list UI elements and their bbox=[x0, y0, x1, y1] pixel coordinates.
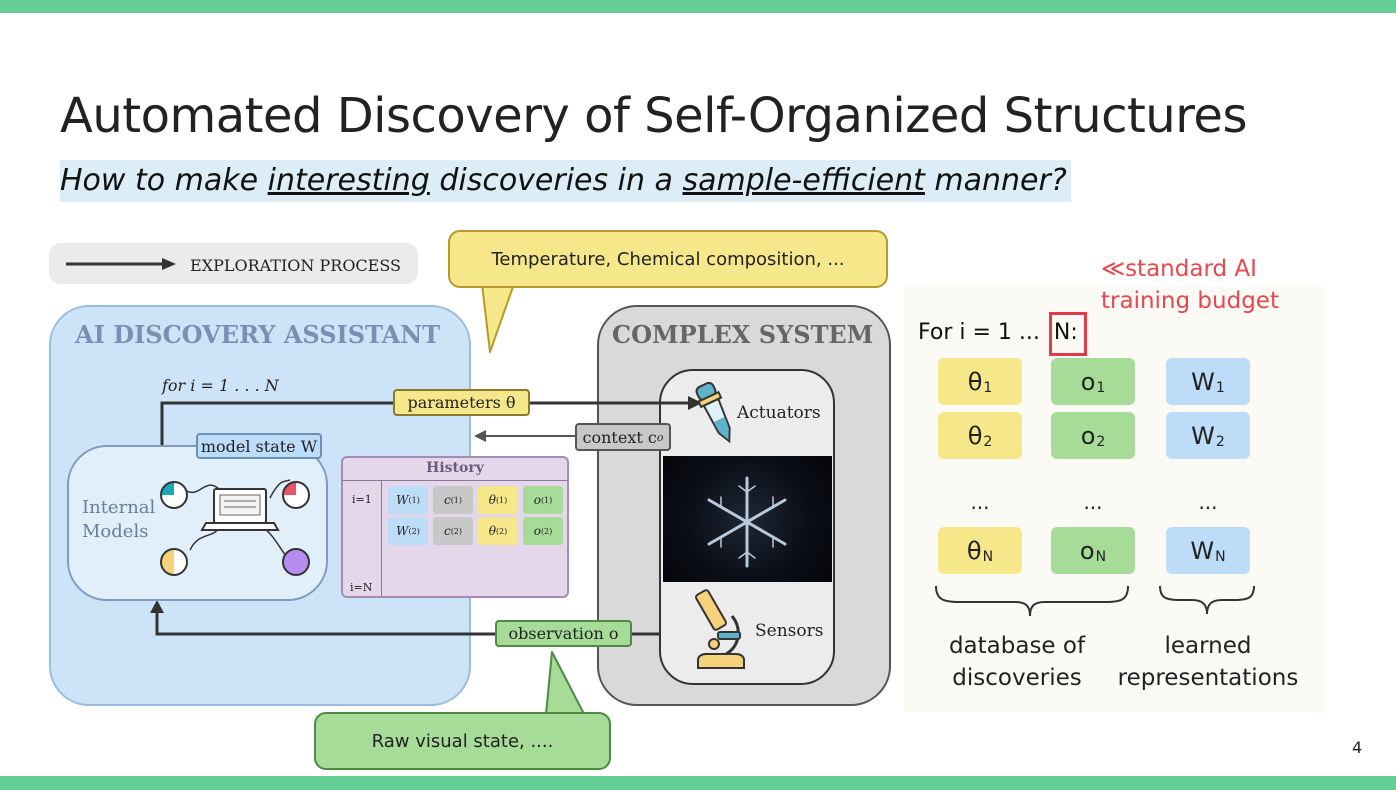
history-index-last: i=N bbox=[350, 581, 373, 594]
history-divider-vertical bbox=[381, 480, 382, 596]
history-title: History bbox=[426, 460, 484, 476]
flow-arrows bbox=[150, 396, 702, 636]
laptop-icon bbox=[200, 488, 280, 531]
model-node-yellow-icon bbox=[160, 548, 188, 576]
dropper-icon bbox=[695, 381, 731, 444]
model-node-red-icon bbox=[282, 481, 310, 509]
parameters-label: parameters θ bbox=[393, 389, 530, 416]
page-number: 4 bbox=[1352, 738, 1363, 757]
model-node-purple-icon bbox=[282, 548, 310, 576]
subtitle-underline-interesting: interesting bbox=[267, 163, 430, 198]
history-cell-theta1: θ(1) bbox=[478, 486, 518, 514]
slide-subtitle: How to make interesting discoveries in a… bbox=[60, 160, 1071, 202]
budget-annotation-line-2: training budget bbox=[1101, 288, 1279, 314]
right-loop-label: For i = 1 ... N: bbox=[918, 312, 1087, 356]
sensors-label: Sensors bbox=[755, 621, 824, 641]
bottom-accent-bar bbox=[0, 776, 1396, 790]
internal-models-label: Internal Models bbox=[82, 497, 156, 542]
subtitle-underline-sample-efficient: sample-efficient bbox=[682, 163, 925, 198]
legend-label: EXPLORATION PROCESS bbox=[190, 256, 401, 275]
callout-top: Temperature, Chemical composition, ... bbox=[448, 230, 888, 288]
loop-n-highlight: N: bbox=[1048, 312, 1087, 356]
model-node-teal-icon bbox=[160, 481, 188, 509]
callout-bottom: Raw visual state, .... bbox=[314, 712, 611, 770]
right-panel bbox=[904, 286, 1324, 712]
history-cell-o2: o(2) bbox=[523, 517, 563, 545]
theta-ellipsis: ... bbox=[970, 490, 990, 514]
o-ellipsis: ... bbox=[1083, 490, 1103, 514]
legend-arrow-icon bbox=[66, 258, 176, 270]
callout-top-tail bbox=[481, 284, 515, 353]
history-cell-theta2: θ(2) bbox=[478, 517, 518, 545]
history-cell-w2: W(2) bbox=[388, 517, 428, 545]
internal-models-box bbox=[67, 445, 328, 601]
slide-title: Automated Discovery of Self-Organized St… bbox=[60, 88, 1247, 144]
history-index-first: i=1 bbox=[352, 493, 372, 506]
model-state-label: model state W bbox=[196, 433, 322, 459]
callout-bottom-tail bbox=[545, 651, 585, 716]
history-divider-horizontal bbox=[342, 480, 568, 481]
history-cell-o1: o(1) bbox=[523, 486, 563, 514]
microscope-icon bbox=[695, 589, 745, 669]
w-ellipsis: ... bbox=[1198, 490, 1218, 514]
history-cell-c1: c(1) bbox=[433, 486, 473, 514]
snowflake-icon bbox=[707, 476, 787, 568]
history-cell-c2: c(2) bbox=[433, 517, 473, 545]
budget-annotation-line-1: ≪standard AI bbox=[1101, 256, 1257, 282]
subtitle-part-3: manner? bbox=[924, 163, 1067, 198]
subtitle-part-1: How to make bbox=[60, 163, 268, 198]
history-cell-w1: W(1) bbox=[388, 486, 428, 514]
ai-assistant-title: AI DISCOVERY ASSISTANT bbox=[75, 320, 441, 349]
complex-system-title: COMPLEX SYSTEM bbox=[612, 320, 874, 349]
subtitle-part-2: discoveries in a bbox=[429, 163, 683, 198]
loop-label: for i = 1 . . . N bbox=[162, 376, 279, 395]
brace-icons bbox=[935, 585, 1255, 617]
observation-label: observation o bbox=[495, 620, 632, 647]
top-accent-bar bbox=[0, 0, 1396, 13]
actuators-label: Actuators bbox=[737, 403, 821, 423]
